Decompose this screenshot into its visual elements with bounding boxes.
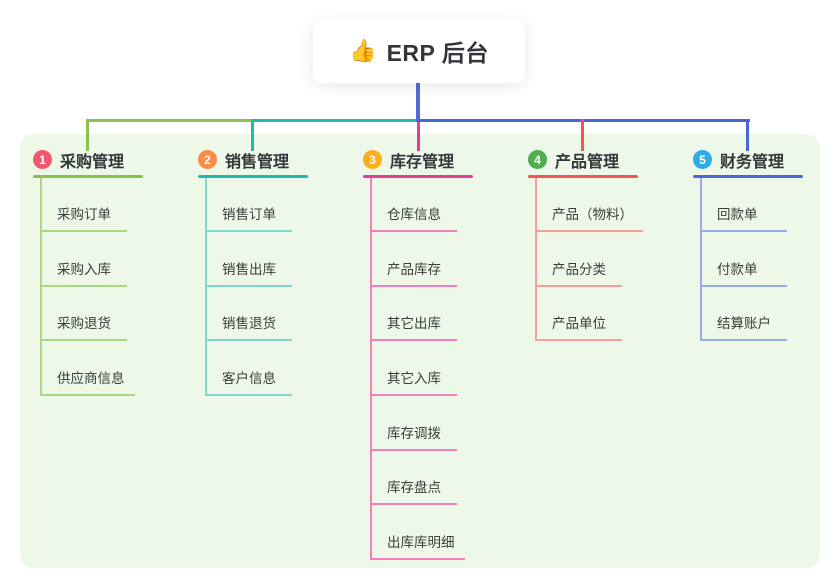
branch-finance: 5 财务管理 回款单 付款单 结算账户 (693, 148, 839, 341)
node-sales-order[interactable]: 销售订单 (205, 206, 292, 232)
branch-label: 产品管理 (555, 153, 620, 171)
branch-underline (33, 175, 143, 178)
branch-label: 销售管理 (225, 153, 290, 171)
node-settlement-account[interactable]: 结算账户 (700, 315, 787, 341)
connector-drop-purchase (86, 119, 89, 151)
node-product-unit[interactable]: 产品单位 (535, 315, 622, 341)
node-supplier-info[interactable]: 供应商信息 (40, 370, 135, 396)
branch-product-title[interactable]: 4 产品管理 (528, 148, 678, 171)
node-stock-check[interactable]: 库存盘点 (370, 479, 457, 505)
branch-underline (363, 175, 473, 178)
node-payment-bill[interactable]: 付款单 (700, 261, 787, 287)
node-product-material[interactable]: 产品（物料） (535, 206, 643, 232)
branch-underline (693, 175, 803, 178)
node-sales-return[interactable]: 销售退货 (205, 315, 292, 341)
branch-vertical-line (370, 178, 372, 560)
root-connector-line (416, 82, 420, 122)
branch-vertical-line (535, 178, 537, 341)
root-node[interactable]: 👍 ERP 后台 (313, 19, 525, 83)
branch-purchase: 1 采购管理 采购订单 采购入库 采购退货 供应商信息 (33, 148, 183, 396)
node-purchase-inbound[interactable]: 采购入库 (40, 261, 127, 287)
connector-drop-product (581, 119, 584, 151)
branch-number-badge: 5 (693, 150, 712, 169)
branch-vertical-line (205, 178, 207, 396)
branch-finance-title[interactable]: 5 财务管理 (693, 148, 839, 171)
branch-underline (528, 175, 638, 178)
node-customer-info[interactable]: 客户信息 (205, 370, 292, 396)
branch-number-badge: 1 (33, 150, 52, 169)
node-receipt-bill[interactable]: 回款单 (700, 206, 787, 232)
node-outbound-detail[interactable]: 出库库明细 (370, 534, 465, 560)
branch-purchase-title[interactable]: 1 采购管理 (33, 148, 183, 171)
node-stock-transfer[interactable]: 库存调拨 (370, 425, 457, 451)
node-purchase-return[interactable]: 采购退货 (40, 315, 127, 341)
branch-underline (198, 175, 308, 178)
branch-number-badge: 4 (528, 150, 547, 169)
branch-inventory: 3 库存管理 仓库信息 产品库存 其它出库 其它入库 库存调拨 库存盘点 出库库… (363, 148, 513, 560)
node-purchase-order[interactable]: 采购订单 (40, 206, 127, 232)
branch-sales: 2 销售管理 销售订单 销售出库 销售退货 客户信息 (198, 148, 348, 396)
connector-drop-inventory (417, 122, 420, 151)
root-node-label: ERP 后台 (386, 40, 489, 66)
branch-label: 采购管理 (60, 153, 125, 171)
thumbs-up-icon: 👍 (349, 38, 377, 63)
branch-panel-background (20, 134, 820, 568)
node-other-outbound[interactable]: 其它出库 (370, 315, 457, 341)
branch-label: 财务管理 (720, 153, 785, 171)
connector-drop-finance (746, 119, 749, 151)
branch-number-badge: 2 (198, 150, 217, 169)
connector-segment-green (86, 119, 253, 122)
node-product-category[interactable]: 产品分类 (535, 261, 622, 287)
branch-vertical-line (700, 178, 702, 341)
node-other-inbound[interactable]: 其它入库 (370, 370, 457, 396)
node-warehouse-info[interactable]: 仓库信息 (370, 206, 457, 232)
branch-label: 库存管理 (390, 153, 455, 171)
branch-sales-title[interactable]: 2 销售管理 (198, 148, 348, 171)
branch-number-badge: 3 (363, 150, 382, 169)
connector-drop-sales (251, 119, 254, 151)
node-sales-outbound[interactable]: 销售出库 (205, 261, 292, 287)
node-product-stock[interactable]: 产品库存 (370, 261, 457, 287)
connector-segment-teal (251, 119, 419, 122)
branch-vertical-line (40, 178, 42, 396)
branch-inventory-title[interactable]: 3 库存管理 (363, 148, 513, 171)
branch-product: 4 产品管理 产品（物料） 产品分类 产品单位 (528, 148, 678, 341)
